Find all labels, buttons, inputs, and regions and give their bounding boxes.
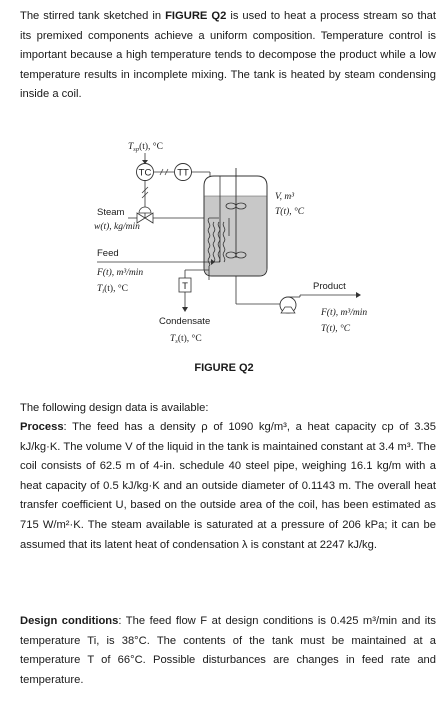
process-text: : The feed has a density ρ of 1090 kg/m³… <box>20 421 436 551</box>
conditions-paragraph: Design conditions: The feed flow F at de… <box>20 612 436 690</box>
process-paragraph: Process: The feed has a density ρ of 109… <box>20 418 436 555</box>
steam-label: Steam <box>97 207 125 218</box>
design-intro: The following design data is available: <box>20 402 209 414</box>
process-diagram: Tsp(t), °C TC TT Steam w(t), kg/min T <box>94 141 367 345</box>
figure-reference: FIGURE Q2 <box>165 10 227 22</box>
tt-label: TT <box>177 168 189 179</box>
tc-label: TC <box>139 168 152 179</box>
intro-text-a: The stirred tank sketched in <box>20 10 166 22</box>
condensate-temp-label: Ts(t), °C <box>170 333 202 345</box>
tank-temp-label: T(t), °C <box>275 206 305 217</box>
conditions-label: Design conditions <box>20 615 119 627</box>
product-label: Product <box>313 281 346 292</box>
setpoint-label: Tsp(t), °C <box>128 141 163 153</box>
heating-coil <box>207 217 219 267</box>
intro-text-b: is used to heat a process stream so that… <box>20 10 436 101</box>
volume-label: V, m³ <box>275 192 294 202</box>
steam-flow-label: w(t), kg/min <box>94 221 140 232</box>
product-temp-label: T(t), °C <box>321 323 351 334</box>
intro-paragraph: The stirred tank sketched in FIGURE Q2 i… <box>20 7 436 105</box>
tc-controller <box>136 163 154 181</box>
valve-actuator <box>138 206 152 214</box>
feed-temp-label: Ti(t), °C <box>97 283 128 295</box>
feed-flow-label: F(t), m³/min <box>96 267 143 278</box>
conditions-text: : The feed flow F at design conditions i… <box>20 615 436 686</box>
product-flow-label: F(t), m³/min <box>320 307 367 318</box>
feed-label: Feed <box>97 248 119 259</box>
figure-title: FIGURE Q2 <box>194 362 254 374</box>
condensate-label: Condensate <box>159 316 210 327</box>
trap-label: T <box>182 281 188 292</box>
process-label: Process <box>20 421 64 433</box>
